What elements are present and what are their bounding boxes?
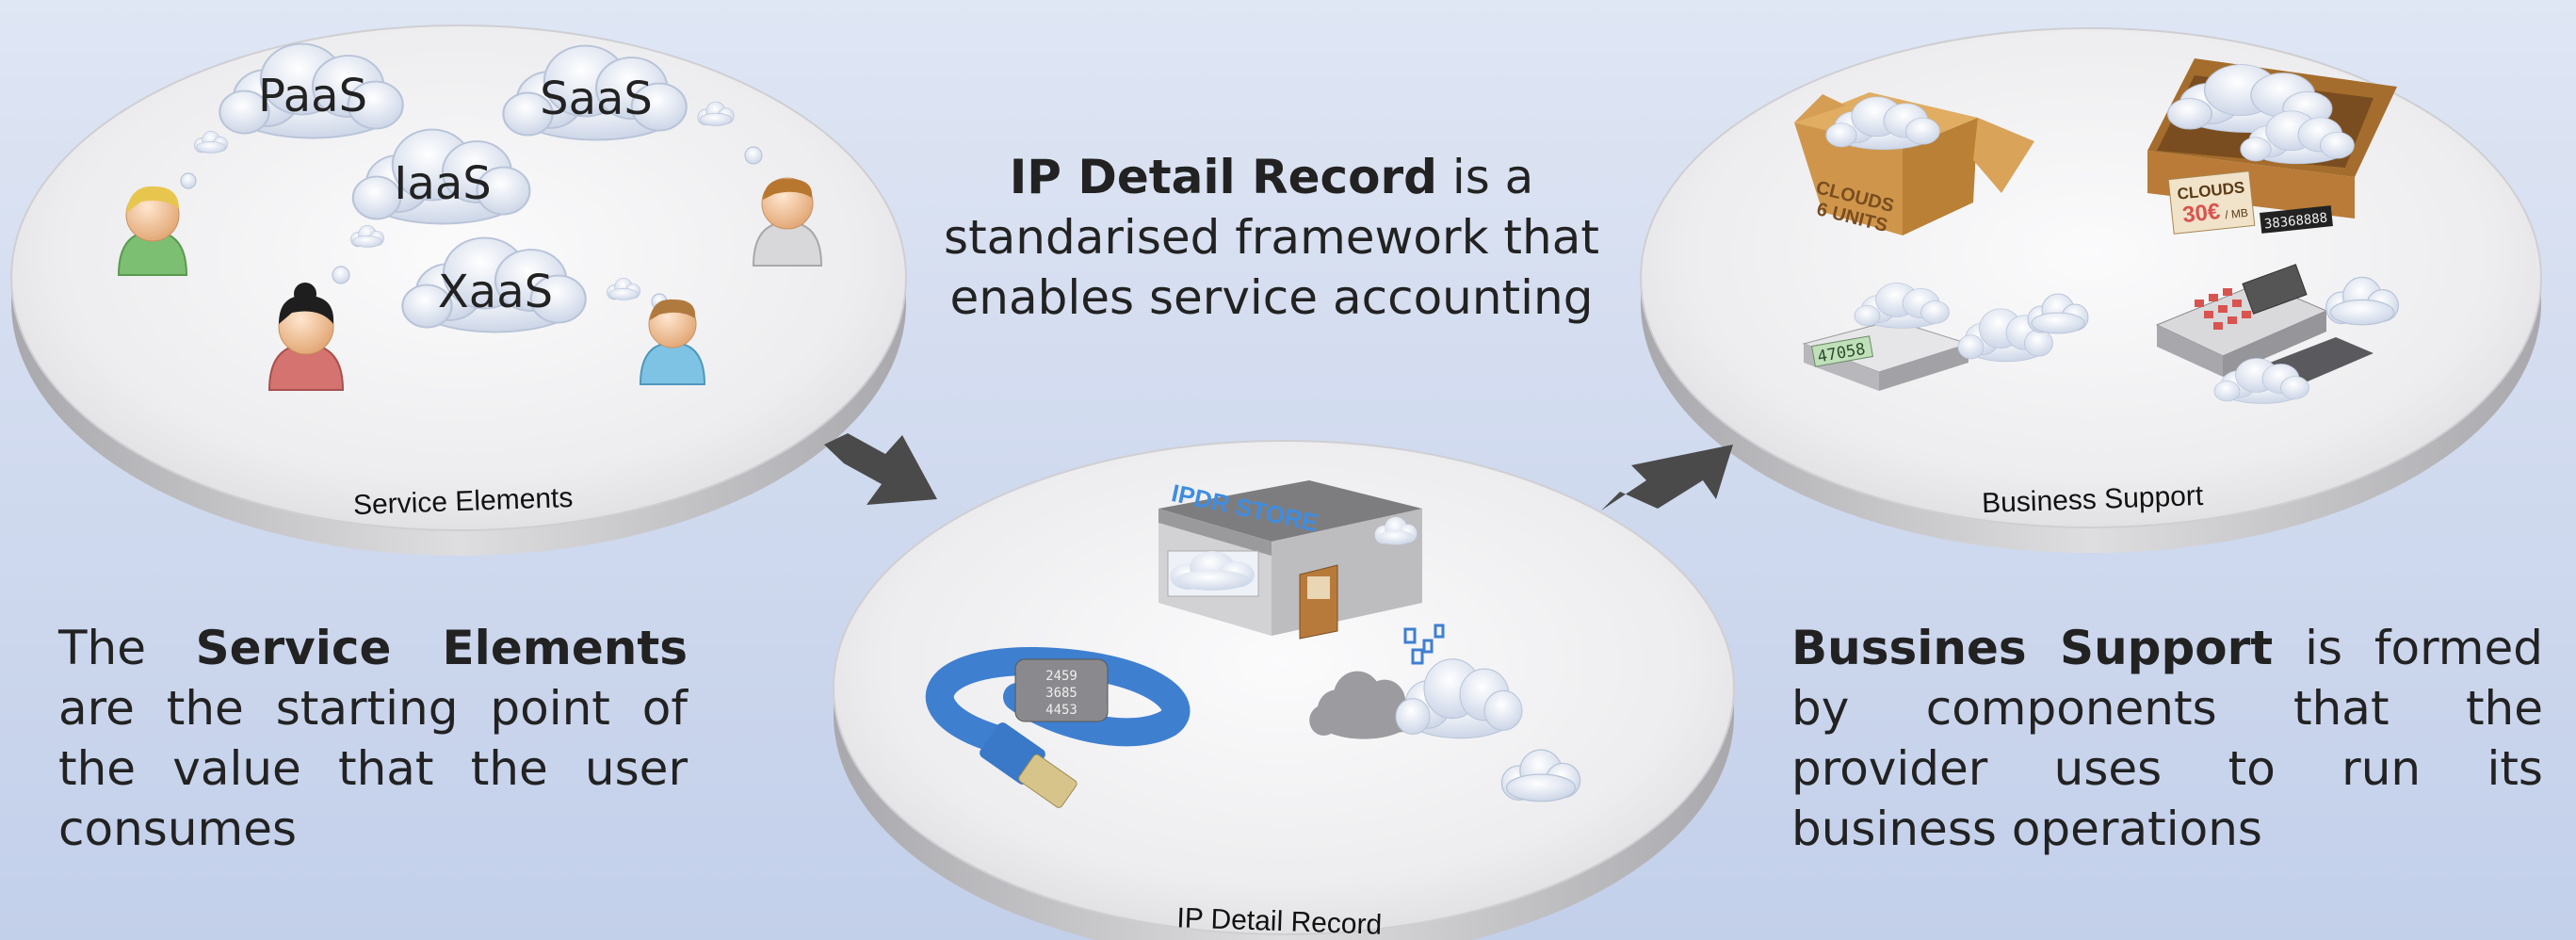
caption-business-bold: Bussines Support — [1791, 621, 2274, 675]
caption-ipdr-line2: standarised framework that — [944, 210, 1599, 265]
svg-text:PaaS: PaaS — [258, 70, 367, 122]
platform-business-support: Business Support — [1640, 27, 2542, 553]
bubble-xaas: XaaS — [401, 236, 587, 333]
caption-business-support: Bussines Support is formed by components… — [1791, 618, 2543, 859]
cardboard-box-clouds: CLOUDS 6 UNITS — [1794, 92, 2034, 236]
caption-ipdr-line3: enables service accounting — [949, 270, 1594, 325]
caption-ipdr-rest: is a — [1436, 150, 1534, 204]
ethernet-cable-lock: 2459 3685 4453 — [925, 646, 1191, 808]
cash-register — [2155, 264, 2399, 404]
bubble-iaas: IaaS — [351, 128, 531, 225]
caption-ipdr-bold: IP Detail Record — [1009, 150, 1437, 204]
price-display: 38368888 — [2263, 211, 2328, 233]
platform-label-business-support: Business Support — [1982, 480, 2205, 519]
caption-ip-detail-record: IP Detail Record is a standarised framew… — [923, 147, 1620, 328]
svg-text:SaaS: SaaS — [540, 73, 653, 125]
arrow-service-to-ipdr — [824, 433, 937, 505]
svg-text:XaaS: XaaS — [438, 266, 553, 318]
caption-service-elements: The Service Elements are the starting po… — [58, 618, 688, 859]
caption-service-bold: Service Elements — [195, 621, 688, 675]
bubble-paas: PaaS — [219, 42, 404, 139]
platform-label-ip-detail-record: IP Detail Record — [1176, 902, 1383, 940]
user-figure-green — [117, 186, 188, 276]
wooden-crate-clouds: CLOUDS 30€ / MB 38368888 — [2147, 58, 2397, 235]
thought-dots — [180, 101, 763, 310]
user-figure-pink — [267, 283, 345, 391]
platform-label-service-elements: Service Elements — [352, 482, 573, 521]
lock-dial-3: 4453 — [1045, 703, 1077, 718]
user-figure-grey — [752, 177, 823, 267]
platform-ip-detail-record: IP Detail Record — [833, 440, 1735, 940]
caption-service-pre: The — [58, 621, 196, 675]
caption-business-rest: is formed by components that the provide… — [1791, 621, 2543, 856]
user-figure-blue — [639, 299, 706, 385]
processing-clouds — [1309, 624, 1581, 802]
crate-label-price: 30€ — [2181, 199, 2222, 228]
caption-service-rest: are the starting point of the value that… — [58, 681, 688, 856]
ipdr-store-building: IPDR STORE — [1158, 478, 1422, 640]
weighing-scale: 47058 — [1802, 283, 2089, 391]
svg-text:IaaS: IaaS — [394, 157, 491, 210]
crate-label-unit: / MB — [2225, 206, 2249, 222]
bubble-saas: SaaS — [502, 44, 688, 141]
lock-dial-2: 3685 — [1045, 686, 1077, 701]
arrow-ipdr-to-business — [1601, 445, 1733, 511]
lock-dial-1: 2459 — [1045, 669, 1077, 684]
